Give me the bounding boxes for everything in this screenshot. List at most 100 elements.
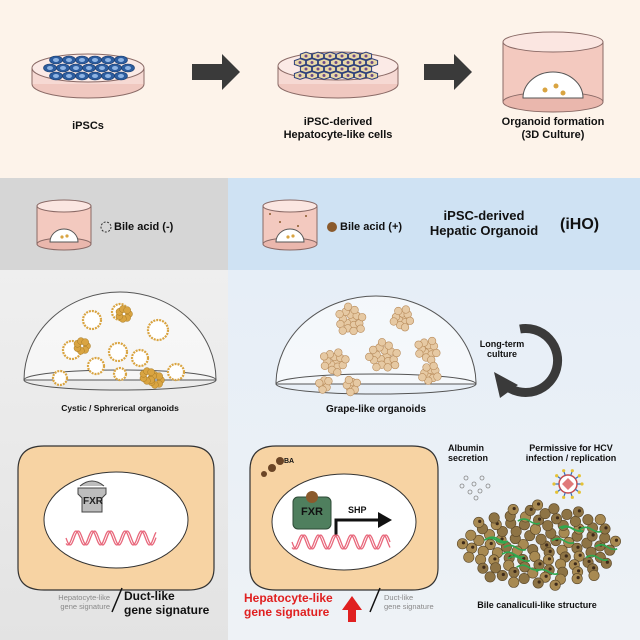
left-duct-signature-big: Duct-like gene signature <box>124 589 209 618</box>
ipsc-nucleus <box>53 74 59 78</box>
cell-nucleus <box>591 533 595 537</box>
upregulated-arrow-icon <box>342 596 362 622</box>
cell-nucleus <box>554 582 558 586</box>
hepatocyte-nucleus <box>370 74 374 77</box>
cell-nucleus <box>537 517 542 521</box>
hepatocyte-cell-3d <box>510 525 522 537</box>
iho-title-line2: Hepatic Organoid <box>429 222 539 238</box>
step-label-organoid-line2: (3D Culture) <box>521 128 585 141</box>
ipsc-nucleus <box>73 66 79 70</box>
canaliculus <box>594 543 618 551</box>
separator-left <box>111 587 123 613</box>
virus-spike-tip <box>580 482 584 486</box>
hepatocyte-nucleus <box>352 67 356 71</box>
shp-transcription-arrow-icon <box>334 518 380 536</box>
long-term-culture-arrow-icon <box>494 324 563 398</box>
solid-organoid-cell <box>81 338 89 346</box>
grape-organoid-label: Grape-like organoids <box>325 404 427 415</box>
cell-nucleus <box>576 576 580 580</box>
grape-organoid-cell <box>320 352 329 361</box>
ipsc-nucleus <box>53 58 59 62</box>
hepatocyte-cell-3d <box>490 562 502 574</box>
virus-spike <box>557 488 562 493</box>
bile-canaliculi-label: Bile canaliculi-like structure <box>477 600 597 610</box>
hepatocyte-cell-3d <box>529 523 541 535</box>
hepatocyte-nucleus <box>316 54 320 58</box>
hepatocyte-nucleus <box>358 61 362 64</box>
cell-nucleus <box>471 545 475 549</box>
virus-spike <box>557 475 562 480</box>
ipsc-nucleus <box>92 74 98 78</box>
cell-nucleus <box>548 567 552 571</box>
right-cell <box>249 445 439 591</box>
small-dish-left <box>36 199 92 251</box>
grape-organoid-cell <box>334 348 343 357</box>
hepatocyte-nucleus <box>310 61 314 64</box>
cell-nucleus <box>604 526 608 530</box>
hepatocyte-cell-3d <box>594 514 606 526</box>
cell-nucleus <box>537 580 541 584</box>
ipsc-nucleus <box>118 58 124 62</box>
grape-organoid-cell <box>384 341 393 350</box>
canaliculus <box>503 544 527 551</box>
cell-nucleus <box>478 519 482 524</box>
cystic-organoid <box>51 369 69 387</box>
bile-acid-negative-label: Bile acid (-) <box>114 221 174 233</box>
ipsc-nucleus <box>66 74 72 78</box>
cell-nucleus <box>577 509 581 513</box>
step-label-hepatocyte-line1: iPSC-derived <box>303 116 373 128</box>
cell-nucleus <box>493 557 497 561</box>
hepatocyte-cell-3d <box>488 512 500 524</box>
grape-organoid-cell <box>315 379 324 388</box>
hepatocyte-cell-3d <box>535 533 547 545</box>
cell-nucleus <box>614 538 619 542</box>
grape-organoid-cell <box>338 326 347 335</box>
grape-organoid-cell <box>358 313 367 322</box>
hepatocyte-nucleus <box>322 61 326 64</box>
hepatocyte-cell-3d <box>508 576 520 588</box>
virus-spike <box>570 492 573 497</box>
virus-spike-tip <box>562 469 566 473</box>
ipsc-nucleus <box>105 74 111 78</box>
grape-organoid-cell <box>415 349 424 358</box>
ipsc-dish <box>31 53 145 99</box>
cell-nucleus <box>545 543 549 547</box>
virus-spike <box>563 492 566 497</box>
cell-nucleus <box>529 507 533 512</box>
hepatocyte-nucleus <box>346 61 350 64</box>
iho-title-line1: iPSC-derived <box>443 208 525 223</box>
grape-organoid-cell <box>428 336 437 346</box>
grape-organoid-cell <box>341 355 350 364</box>
canaliculus <box>501 551 525 558</box>
cell-nucleus <box>538 562 542 566</box>
long-term-line1: Long-term <box>479 339 525 349</box>
cystic-organoid <box>130 348 150 368</box>
grape-dome <box>275 295 477 397</box>
albumin-line2: secretion <box>448 453 489 464</box>
grape-organoid-cell <box>432 348 441 358</box>
hcv-virus-icon <box>552 469 584 499</box>
long-term-culture-label: Long-term culture <box>462 339 542 360</box>
cystic-organoid <box>146 318 170 342</box>
hepatocyte-nucleus <box>322 74 326 77</box>
cystic-organoid <box>166 362 186 382</box>
bile-acid-positive-icon <box>327 222 337 232</box>
hepatocyte-cell-3d <box>484 571 496 583</box>
cell-nucleus <box>461 541 466 545</box>
canaliculus <box>560 525 584 533</box>
organoid-culture-dish <box>502 31 604 113</box>
cell-nucleus <box>592 566 596 570</box>
cell-nucleus <box>547 557 552 561</box>
cystic-organoid <box>81 309 103 331</box>
cell-nucleus <box>501 572 505 577</box>
grape-organoid-cell <box>344 375 353 385</box>
bile-acid-negative-icon <box>100 221 112 233</box>
step-label-ipscs: iPSCs <box>72 120 104 132</box>
iho-abbrev: (iHO) <box>560 216 600 233</box>
grape-organoid-cell <box>365 352 374 361</box>
step-label-organoid: Organoid formation (3D Culture) <box>478 116 628 141</box>
grape-organoid-cell <box>392 348 401 358</box>
albumin-line1: Albumin <box>448 443 484 453</box>
ipsc-nucleus <box>66 58 72 62</box>
